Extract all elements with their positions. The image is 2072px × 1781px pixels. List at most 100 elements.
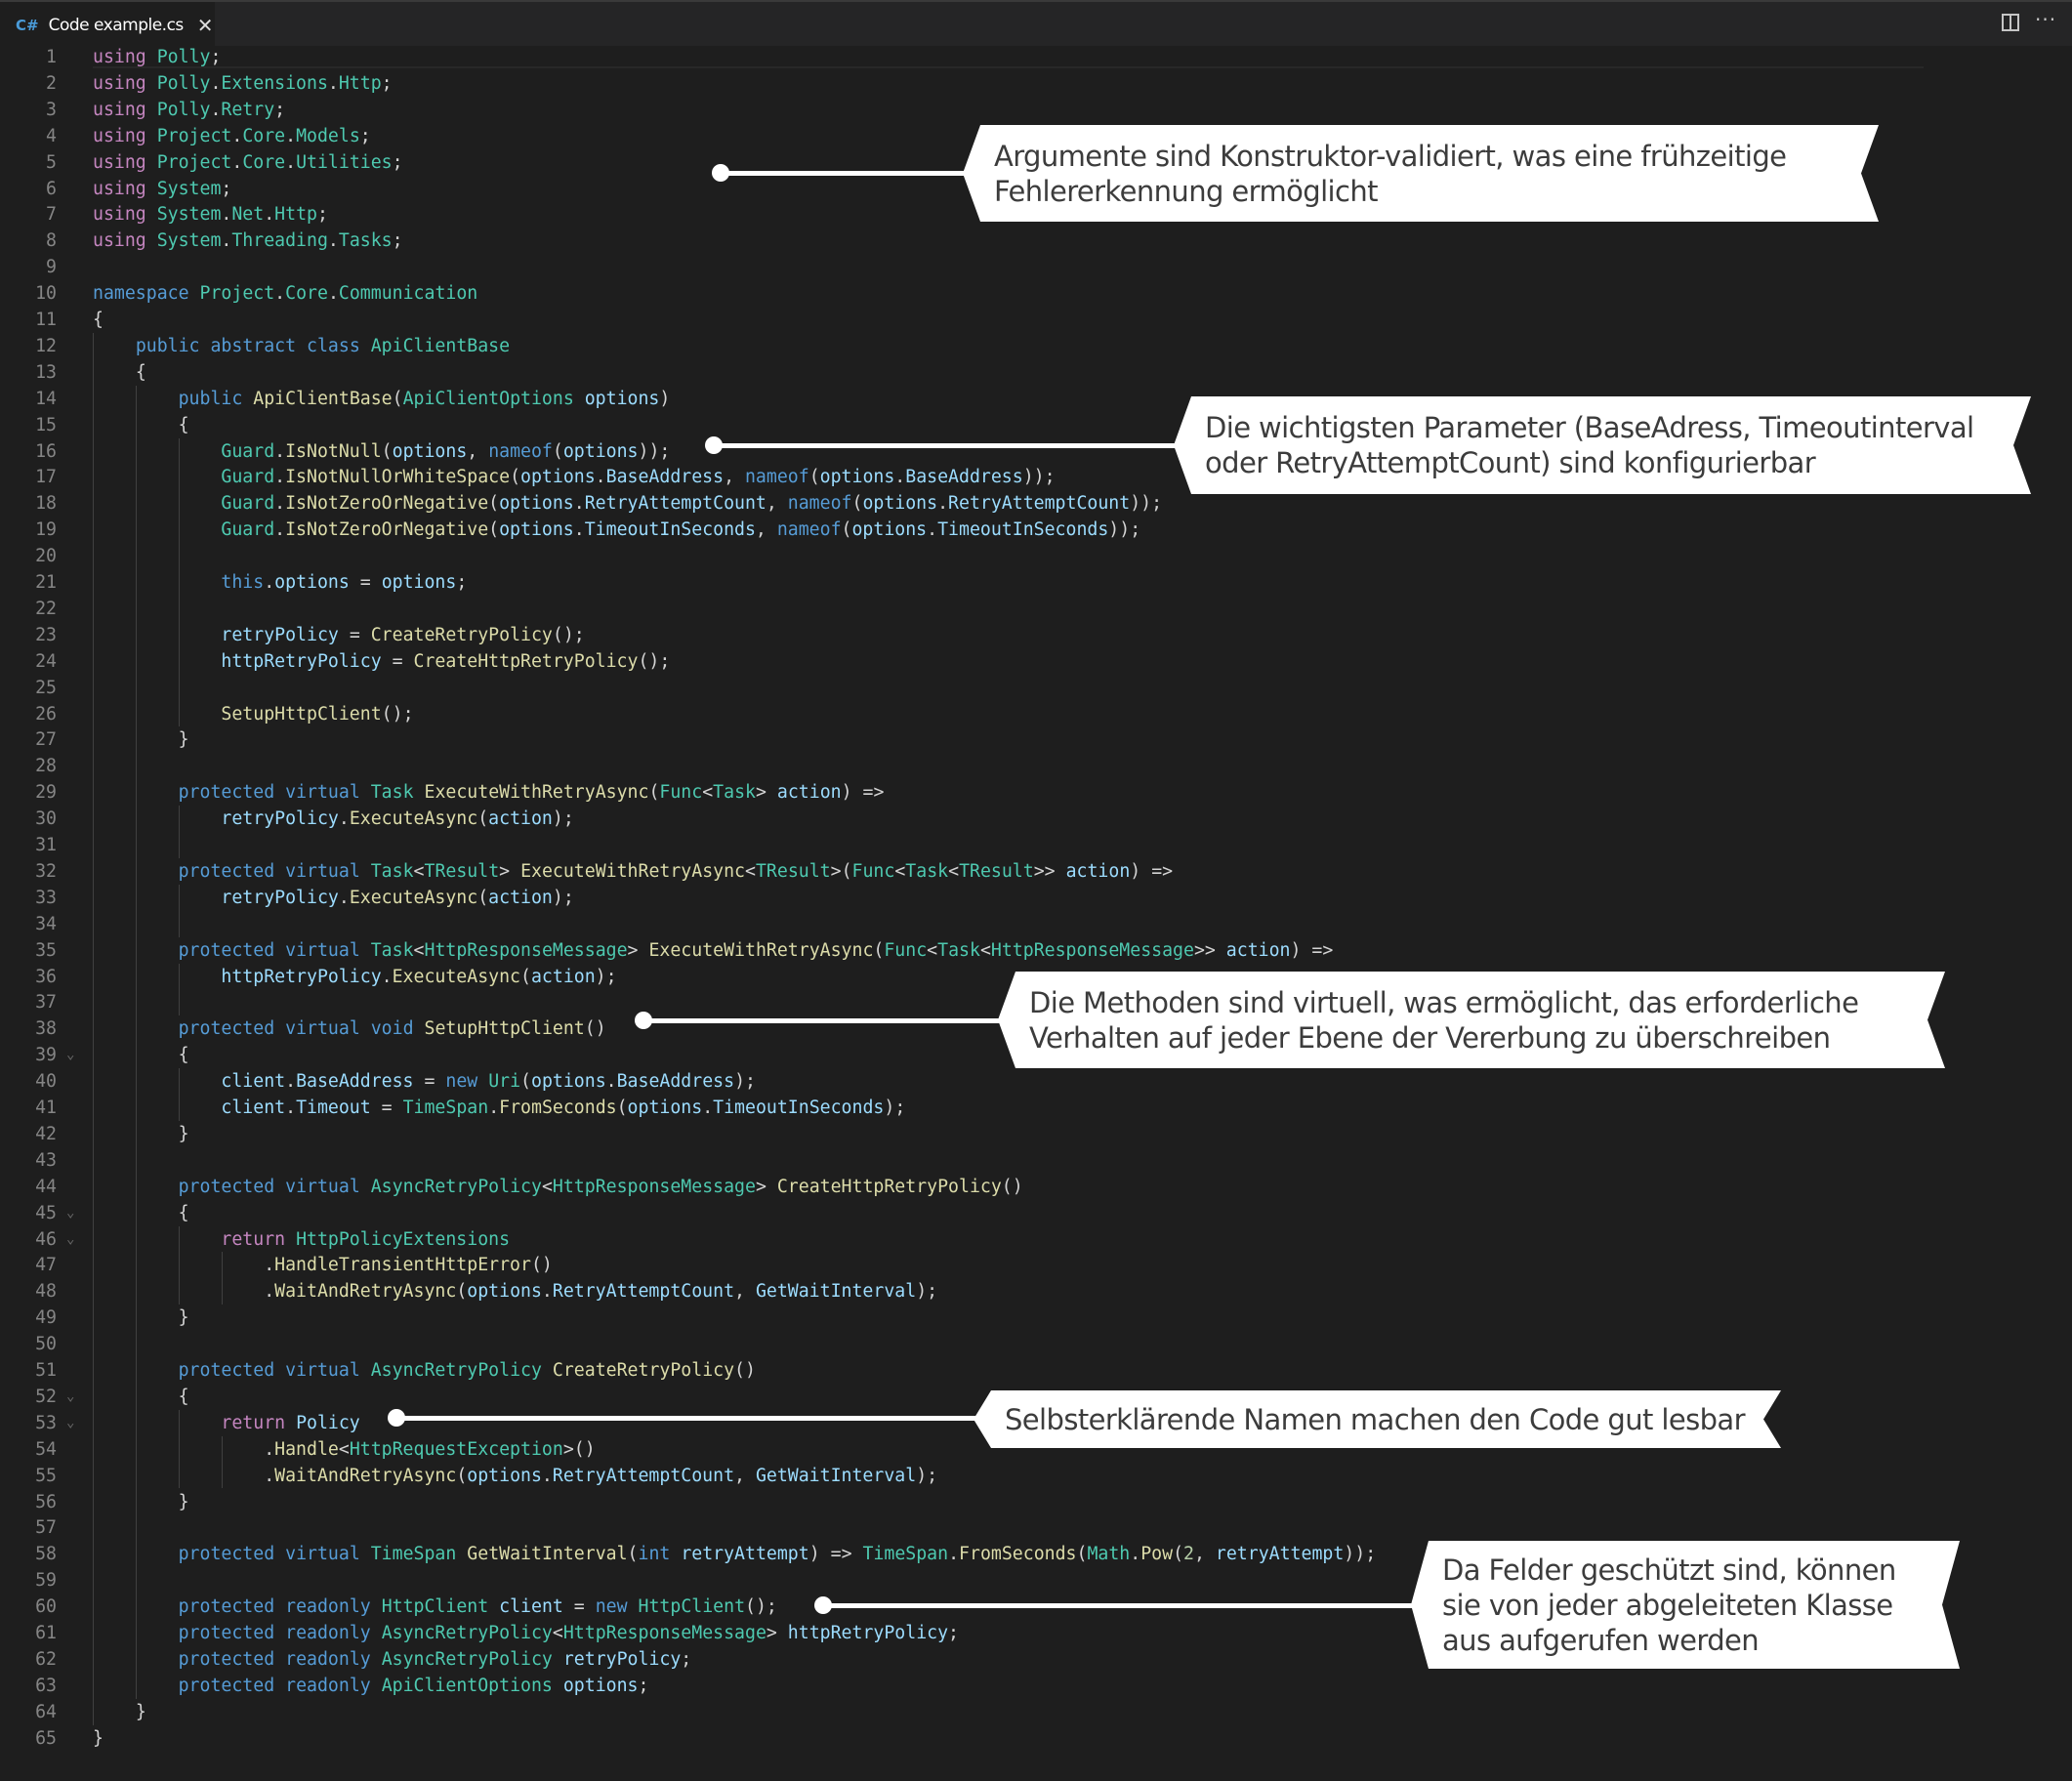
code-line[interactable]: 42 }: [0, 1121, 1924, 1147]
code-line[interactable]: 22: [0, 596, 1924, 622]
callout-box: Die wichtigsten Parameter (BaseAdress, T…: [1174, 396, 2031, 494]
code-line[interactable]: 64 }: [0, 1699, 1924, 1725]
code-line[interactable]: 61 protected readonly AsyncRetryPolicy<H…: [0, 1620, 1924, 1646]
line-number: 31: [35, 835, 57, 855]
code-line[interactable]: 39⌄ {: [0, 1042, 1924, 1068]
code-text: {: [135, 361, 146, 383]
code-line[interactable]: 54 .Handle<HttpRequestException>(): [0, 1436, 1924, 1463]
line-number: 56: [35, 1491, 57, 1512]
code-text: retryPolicy.ExecuteAsync(action);: [221, 887, 574, 908]
code-line[interactable]: 23 retryPolicy = CreateRetryPolicy();: [0, 622, 1924, 648]
code-line[interactable]: 34: [0, 911, 1924, 937]
fold-chevron-icon[interactable]: ⌄: [66, 1388, 75, 1404]
line-number: 21: [35, 572, 57, 593]
tab-code-example[interactable]: C# Code example.cs ✕: [0, 2, 215, 48]
callout-text: Argumente sind Konstruktor-validiert, wa…: [994, 139, 1787, 208]
split-editor-icon[interactable]: [2002, 14, 2019, 31]
code-text: protected virtual AsyncRetryPolicy Creat…: [178, 1360, 756, 1381]
code-line[interactable]: 49 }: [0, 1305, 1924, 1331]
code-line[interactable]: 52⌄ {: [0, 1384, 1924, 1410]
code-line[interactable]: 9: [0, 254, 1924, 280]
code-line[interactable]: 18 Guard.IsNotZeroOrNegative(options.Ret…: [0, 490, 1924, 517]
code-line[interactable]: 30 retryPolicy.ExecuteAsync(action);: [0, 806, 1924, 832]
line-number: 12: [35, 335, 57, 356]
code-line[interactable]: 62 protected readonly AsyncRetryPolicy r…: [0, 1646, 1924, 1673]
indent-guide: [179, 806, 180, 858]
code-line[interactable]: 20: [0, 543, 1924, 569]
indent-guide: [222, 1435, 223, 1489]
code-line[interactable]: 25: [0, 675, 1924, 701]
code-line[interactable]: 43: [0, 1147, 1924, 1174]
line-number: 48: [35, 1281, 57, 1303]
tab-bar: C# Code example.cs ✕ ···: [0, 0, 2072, 48]
code-line[interactable]: 60 protected readonly HttpClient client …: [0, 1594, 1924, 1620]
code-line[interactable]: 29 protected virtual Task ExecuteWithRet…: [0, 779, 1924, 806]
line-number: 45: [35, 1202, 57, 1223]
code-line[interactable]: 50: [0, 1331, 1924, 1357]
code-line[interactable]: 56 }: [0, 1489, 1924, 1515]
code-line[interactable]: 26 SetupHttpClient();: [0, 701, 1924, 727]
code-text: }: [178, 729, 189, 751]
code-text: using Polly;: [93, 47, 222, 67]
code-line[interactable]: 47 .HandleTransientHttpError(): [0, 1252, 1924, 1278]
code-line[interactable]: 32 protected virtual Task<TResult> Execu…: [0, 858, 1924, 885]
code-text: namespace Project.Core.Communication: [93, 283, 478, 305]
callout-text: Selbsterklärende Namen machen den Code g…: [1005, 1402, 1745, 1436]
fold-chevron-icon[interactable]: ⌄: [66, 1047, 75, 1063]
code-line[interactable]: 45⌄ {: [0, 1200, 1924, 1226]
code-line[interactable]: 41 client.Timeout = TimeSpan.FromSeconds…: [0, 1095, 1924, 1121]
callout-connector: [396, 1415, 975, 1421]
close-icon[interactable]: ✕: [196, 13, 214, 37]
code-line[interactable]: 11{: [0, 307, 1924, 333]
line-number: 36: [35, 966, 57, 987]
code-line[interactable]: 27 }: [0, 726, 1924, 753]
code-line[interactable]: 15 {: [0, 412, 1924, 438]
fold-chevron-icon[interactable]: ⌄: [66, 1204, 75, 1221]
line-number: 49: [35, 1307, 57, 1329]
code-text: Guard.IsNotZeroOrNegative(options.RetryA…: [221, 493, 1163, 515]
code-line[interactable]: 28: [0, 753, 1924, 779]
code-text: using Polly.Retry;: [93, 99, 286, 120]
code-line[interactable]: 19 Guard.IsNotZeroOrNegative(options.Tim…: [0, 517, 1924, 543]
code-line[interactable]: 51 protected virtual AsyncRetryPolicy Cr…: [0, 1357, 1924, 1384]
fold-chevron-icon[interactable]: ⌄: [66, 1230, 75, 1247]
more-actions-icon[interactable]: ···: [2035, 8, 2057, 31]
code-line[interactable]: 46⌄ return HttpPolicyExtensions: [0, 1226, 1924, 1253]
code-line[interactable]: 48 .WaitAndRetryAsync(options.RetryAttem…: [0, 1278, 1924, 1305]
code-text: {: [178, 1386, 189, 1407]
code-line[interactable]: 58 protected virtual TimeSpan GetWaitInt…: [0, 1541, 1924, 1567]
code-line[interactable]: 59: [0, 1567, 1924, 1594]
code-line[interactable]: 53⌄ return Policy: [0, 1410, 1924, 1436]
code-line[interactable]: 55 .WaitAndRetryAsync(options.RetryAttem…: [0, 1463, 1924, 1489]
code-line[interactable]: 65}: [0, 1725, 1924, 1752]
code-line[interactable]: 17 Guard.IsNotNullOrWhiteSpace(options.B…: [0, 464, 1924, 490]
code-line[interactable]: 31: [0, 832, 1924, 858]
code-line[interactable]: 40 client.BaseAddress = new Uri(options.…: [0, 1068, 1924, 1095]
code-line[interactable]: 16 Guard.IsNotNull(options, nameof(optio…: [0, 438, 1924, 465]
code-line[interactable]: 38 protected virtual void SetupHttpClien…: [0, 1015, 1924, 1042]
code-line[interactable]: 44 protected virtual AsyncRetryPolicy<Ht…: [0, 1174, 1924, 1200]
code-line[interactable]: 24 httpRetryPolicy = CreateHttpRetryPoli…: [0, 648, 1924, 675]
code-line[interactable]: 35 protected virtual Task<HttpResponseMe…: [0, 937, 1924, 964]
code-line[interactable]: 37: [0, 989, 1924, 1015]
code-line[interactable]: 63 protected readonly ApiClientOptions o…: [0, 1673, 1924, 1699]
code-line[interactable]: 13 {: [0, 359, 1924, 386]
code-line[interactable]: 33 retryPolicy.ExecuteAsync(action);: [0, 885, 1924, 911]
code-line[interactable]: 36 httpRetryPolicy.ExecuteAsync(action);: [0, 964, 1924, 990]
code-line[interactable]: 21 this.options = options;: [0, 569, 1924, 596]
code-line[interactable]: 12 public abstract class ApiClientBase: [0, 333, 1924, 359]
code-line[interactable]: 14 public ApiClientBase(ApiClientOptions…: [0, 386, 1924, 412]
fold-chevron-icon[interactable]: ⌄: [66, 1414, 75, 1430]
code-line[interactable]: 57: [0, 1514, 1924, 1541]
callout-connector: [643, 1017, 1000, 1023]
